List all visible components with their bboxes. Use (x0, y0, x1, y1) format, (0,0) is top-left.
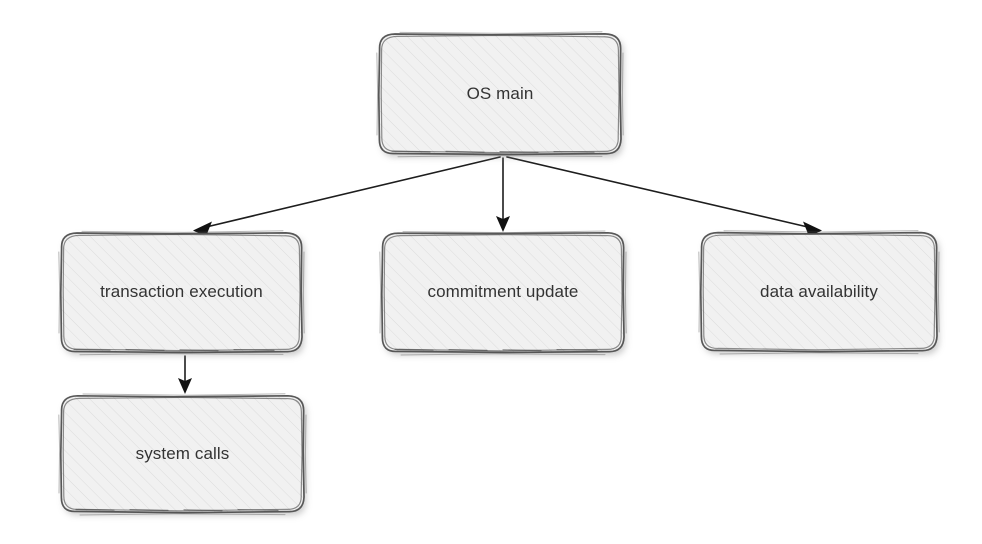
node-os-main-shape (376, 31, 624, 158)
node-os-main-label: OS main (466, 83, 534, 103)
node-data-availability-label: data availability (760, 281, 878, 301)
node-system-calls[interactable]: system calls (58, 393, 307, 516)
node-transaction-execution[interactable]: transaction execution (58, 230, 305, 356)
node-os-main[interactable]: OS main (376, 31, 624, 158)
node-commitment-update-label: commitment update (427, 282, 579, 302)
node-system-calls-shape (58, 393, 307, 516)
node-system-calls-label: system calls (135, 443, 230, 463)
node-commitment-update-shape (379, 230, 627, 356)
node-data-availability-shape (698, 230, 940, 355)
node-transaction-execution-label: transaction execution (100, 282, 263, 302)
edge-os-main-to-commitment-update (496, 157, 510, 232)
node-commitment-update[interactable]: commitment update (379, 230, 627, 356)
node-data-availability[interactable]: data availability (698, 230, 940, 355)
node-transaction-execution-shape (58, 230, 305, 356)
